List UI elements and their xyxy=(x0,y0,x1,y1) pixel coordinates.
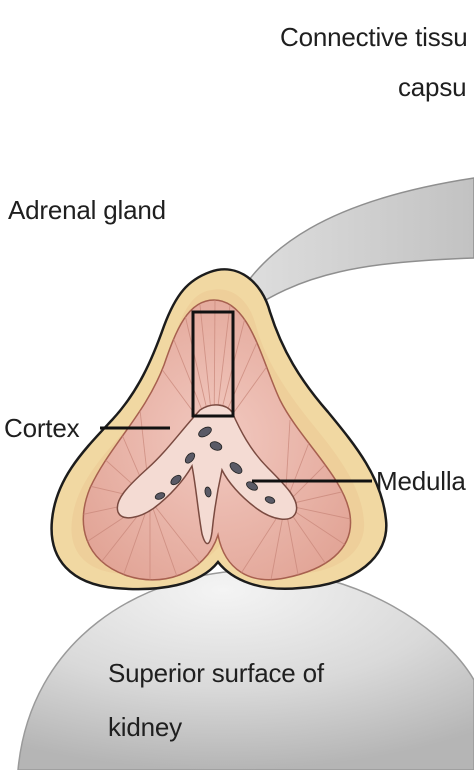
kidney-label-line1: Superior surface of xyxy=(108,658,324,688)
kidney-label-line2: kidney xyxy=(108,712,182,742)
cortex-label: Cortex xyxy=(4,413,79,443)
adrenal-gland-label: Adrenal gland xyxy=(8,195,166,225)
medulla-label: Medulla xyxy=(376,466,466,496)
connective-tissue-label-line1: Connective tissu xyxy=(280,22,468,52)
connective-tissue-label-line2: capsu xyxy=(398,72,466,102)
